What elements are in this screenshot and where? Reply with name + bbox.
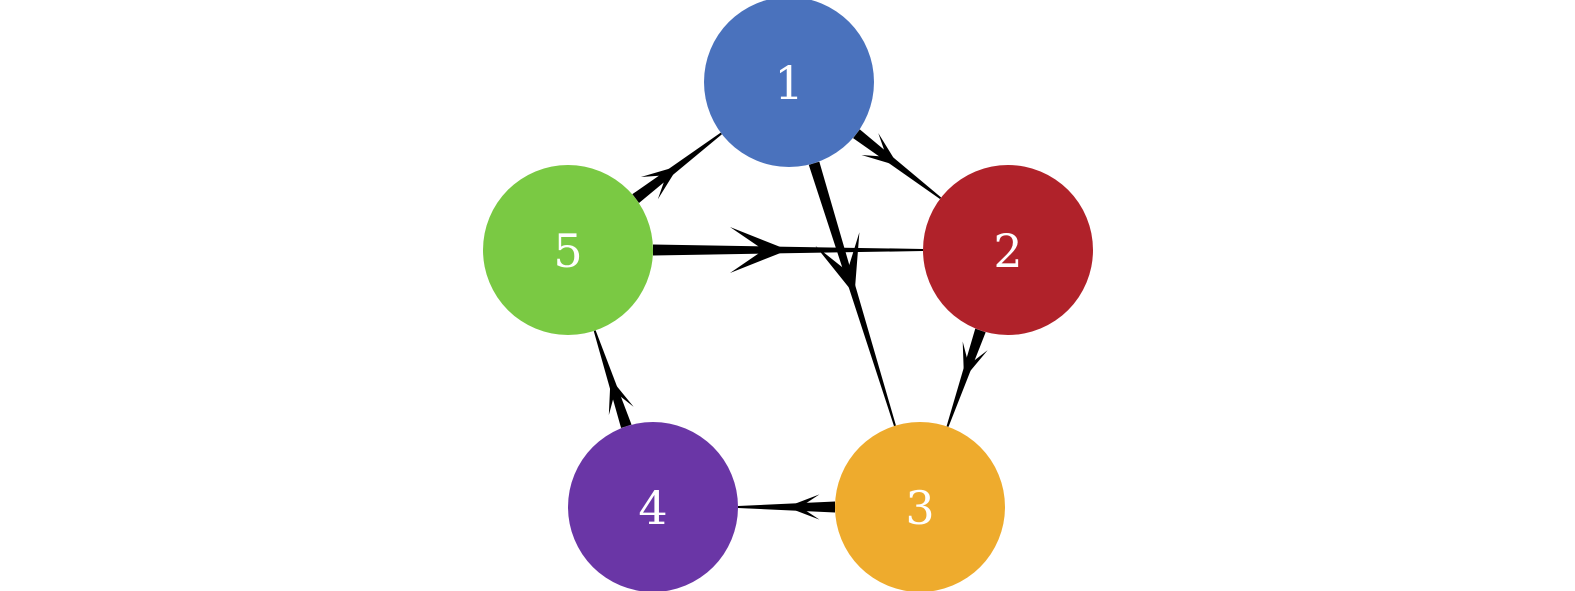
node-layer: 1 2 3 4 5 (483, 0, 1093, 591)
edge-1-to-3-arrowhead-icon (815, 232, 860, 295)
edge-layer (593, 129, 988, 520)
node-3-label: 3 (905, 481, 934, 535)
edge-2-to-3-shaft (946, 328, 986, 427)
node-3-circle[interactable] (835, 422, 1005, 591)
edge-1-to-3-shaft (808, 161, 896, 427)
edge-1-to-2-arrowhead-icon (861, 133, 899, 166)
node-1-circle[interactable] (704, 0, 874, 167)
node-1[interactable]: 1 (704, 0, 874, 167)
node-3[interactable]: 3 (835, 422, 1005, 591)
edge-2-to-3-arrowhead-icon (962, 341, 988, 379)
node-5[interactable]: 5 (483, 165, 653, 335)
edge-4-to-5-shaft (593, 330, 632, 429)
edge-3-to-4-arrowhead-icon (786, 494, 820, 520)
edge-5-to-2-arrowhead-icon (730, 227, 788, 273)
node-5-circle[interactable] (483, 165, 653, 335)
node-4-label: 4 (638, 481, 667, 535)
edge-5-to-1-arrowhead-icon (640, 166, 679, 200)
node-1-label: 1 (774, 56, 803, 110)
node-4-circle[interactable] (568, 422, 738, 591)
node-4[interactable]: 4 (568, 422, 738, 591)
node-2-circle[interactable] (923, 165, 1093, 335)
edge-4-to-5-arrowhead-icon (608, 378, 634, 416)
node-2[interactable]: 2 (923, 165, 1093, 335)
node-2-label: 2 (993, 224, 1022, 278)
node-5-label: 5 (553, 224, 582, 278)
